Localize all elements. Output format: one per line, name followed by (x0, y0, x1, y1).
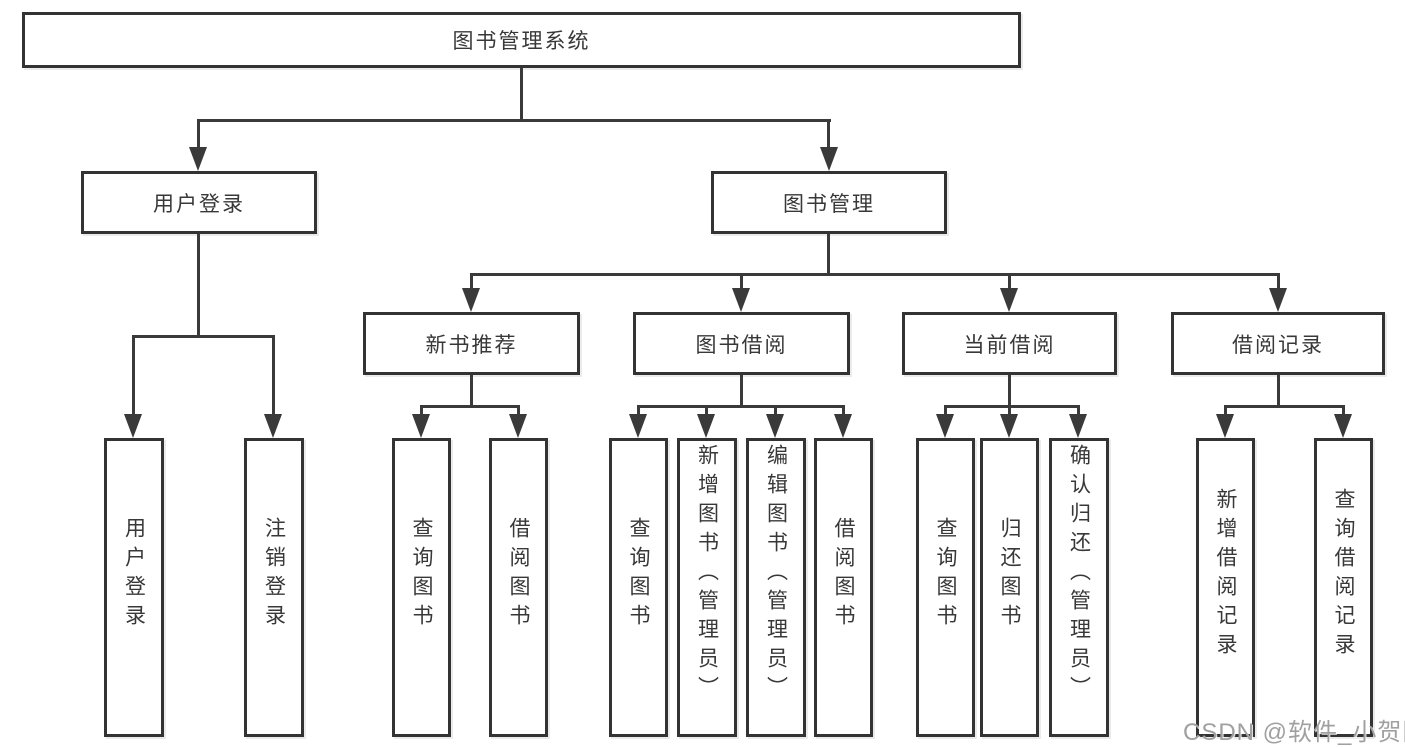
connector-bb-query-stub (637, 405, 640, 417)
arrow-to-user-login (189, 147, 207, 171)
connector-bookborrow-stub (740, 273, 743, 291)
leaf-records-query-label: 查询借阅记录 (1332, 487, 1355, 662)
arrow-to-bb-query (629, 414, 647, 438)
arrow-to-bb-edit (766, 414, 784, 438)
connector-nb-borrow-stub (517, 405, 520, 417)
leaf-newbook-borrow: 借阅图书 (489, 438, 548, 737)
connector-root-stem (520, 68, 523, 121)
node-book-management: 图书管理 (711, 171, 947, 234)
connector-rec-query-stub (1342, 405, 1345, 417)
arrow-to-bb-borrow (834, 414, 852, 438)
connector-newbook-stem (470, 375, 473, 407)
connector-records-stub (1277, 273, 1280, 291)
connector-bb-edit-stub (774, 405, 777, 417)
leaf-current-confirm-return: 确认归还（管理员） (1049, 438, 1109, 737)
leaf-borrow-add-book-label: 新增图书（管理员） (695, 444, 719, 705)
leaf-records-add-label: 新增借阅记录 (1214, 487, 1237, 662)
connector-bookborrow-stem (740, 375, 743, 407)
node-current-borrow: 当前借阅 (902, 312, 1117, 375)
arrow-to-cb-confirm (1069, 414, 1087, 438)
connector-newbook-stub (470, 273, 473, 291)
leaf-user-login-label: 用户登录 (122, 516, 146, 633)
connector-leaf-user-login-stub (132, 335, 135, 417)
node-borrow-records: 借阅记录 (1171, 312, 1385, 375)
connector-bb-borrow-stub (842, 405, 845, 417)
leaf-newbook-query-label: 查询图书 (410, 516, 433, 633)
connector-user-login-stem (197, 234, 200, 338)
node-new-book-recommend: 新书推荐 (363, 312, 580, 375)
leaf-current-query-label: 查询图书 (934, 516, 957, 633)
connector-nb-query-stub (420, 405, 423, 417)
node-root-label: 图书管理系统 (452, 30, 591, 53)
node-root: 图书管理系统 (22, 12, 1021, 68)
connector-leaf-logout-stub (272, 335, 275, 417)
arrow-to-rec-query (1334, 414, 1352, 438)
arrow-to-bookborrow (732, 288, 750, 312)
connector-newbook-rail (420, 405, 520, 408)
arrow-to-leaf-user-login (124, 414, 142, 438)
node-current-borrow-label: 当前借阅 (963, 333, 1056, 357)
arrow-to-nb-borrow (509, 414, 527, 438)
connector-book-mgmt-stub (827, 119, 830, 151)
arrow-to-cb-return (1000, 414, 1018, 438)
leaf-logout: 注销登录 (244, 438, 304, 737)
connector-user-login-rail (132, 335, 275, 338)
connector-bb-add-stub (705, 405, 708, 417)
node-new-book-recommend-label: 新书推荐 (425, 333, 518, 357)
arrow-to-bb-add (697, 414, 715, 438)
node-user-login: 用户登录 (81, 171, 317, 234)
csdn-watermark: CSDN @软件_小贺同学 (1183, 719, 1405, 746)
arrow-to-leaf-logout (264, 414, 282, 438)
connector-cb-return-stub (1008, 405, 1011, 417)
arrow-to-records (1269, 288, 1287, 312)
arrow-to-book-mgmt (820, 147, 838, 171)
leaf-borrow-edit-book-label: 编辑图书（管理员） (764, 444, 788, 705)
leaf-borrow-borrow-book-label: 借阅图书 (832, 516, 855, 633)
connector-currentborrow-rail (944, 405, 1080, 408)
node-user-login-label: 用户登录 (153, 192, 245, 216)
leaf-borrow-borrow-book: 借阅图书 (814, 438, 873, 737)
node-book-management-label: 图书管理 (783, 192, 875, 216)
node-book-borrow: 图书借阅 (633, 312, 850, 375)
leaf-current-confirm-return-label: 确认归还（管理员） (1067, 444, 1091, 705)
leaf-borrow-add-book: 新增图书（管理员） (677, 438, 737, 737)
connector-cb-query-stub (944, 405, 947, 417)
connector-rec-add-stub (1224, 405, 1227, 417)
connector-currentborrow-stem (1008, 375, 1011, 407)
connector-cb-confirm-stub (1077, 405, 1080, 417)
connector-level3-rail (470, 273, 1280, 276)
node-borrow-records-label: 借阅记录 (1232, 333, 1324, 357)
arrow-to-newbook (462, 288, 480, 312)
connector-user-login-stub (197, 119, 200, 151)
connector-level2-rail (197, 119, 831, 122)
connector-records-rail (1224, 405, 1345, 408)
leaf-records-query: 查询借阅记录 (1314, 438, 1373, 737)
leaf-records-add: 新增借阅记录 (1196, 438, 1255, 737)
connector-records-stem (1277, 375, 1280, 407)
leaf-newbook-borrow-label: 借阅图书 (507, 516, 530, 633)
arrow-to-cb-query (936, 414, 954, 438)
leaf-borrow-query: 查询图书 (609, 438, 668, 737)
arrow-to-rec-add (1216, 414, 1234, 438)
leaf-user-login: 用户登录 (104, 438, 164, 737)
connector-bookborrow-rail (637, 405, 845, 408)
arrow-to-nb-query (412, 414, 430, 438)
node-book-borrow-label: 图书借阅 (695, 333, 788, 357)
leaf-current-return: 归还图书 (980, 438, 1039, 737)
leaf-newbook-query: 查询图书 (392, 438, 451, 737)
leaf-current-query: 查询图书 (916, 438, 975, 737)
leaf-current-return-label: 归还图书 (998, 516, 1021, 633)
leaf-borrow-edit-book: 编辑图书（管理员） (746, 438, 806, 737)
arrow-to-currentborrow (1000, 288, 1018, 312)
connector-book-mgmt-stem (827, 234, 830, 276)
leaf-borrow-query-label: 查询图书 (627, 516, 650, 633)
connector-currentborrow-stub (1008, 273, 1011, 291)
leaf-logout-label: 注销登录 (262, 516, 286, 633)
